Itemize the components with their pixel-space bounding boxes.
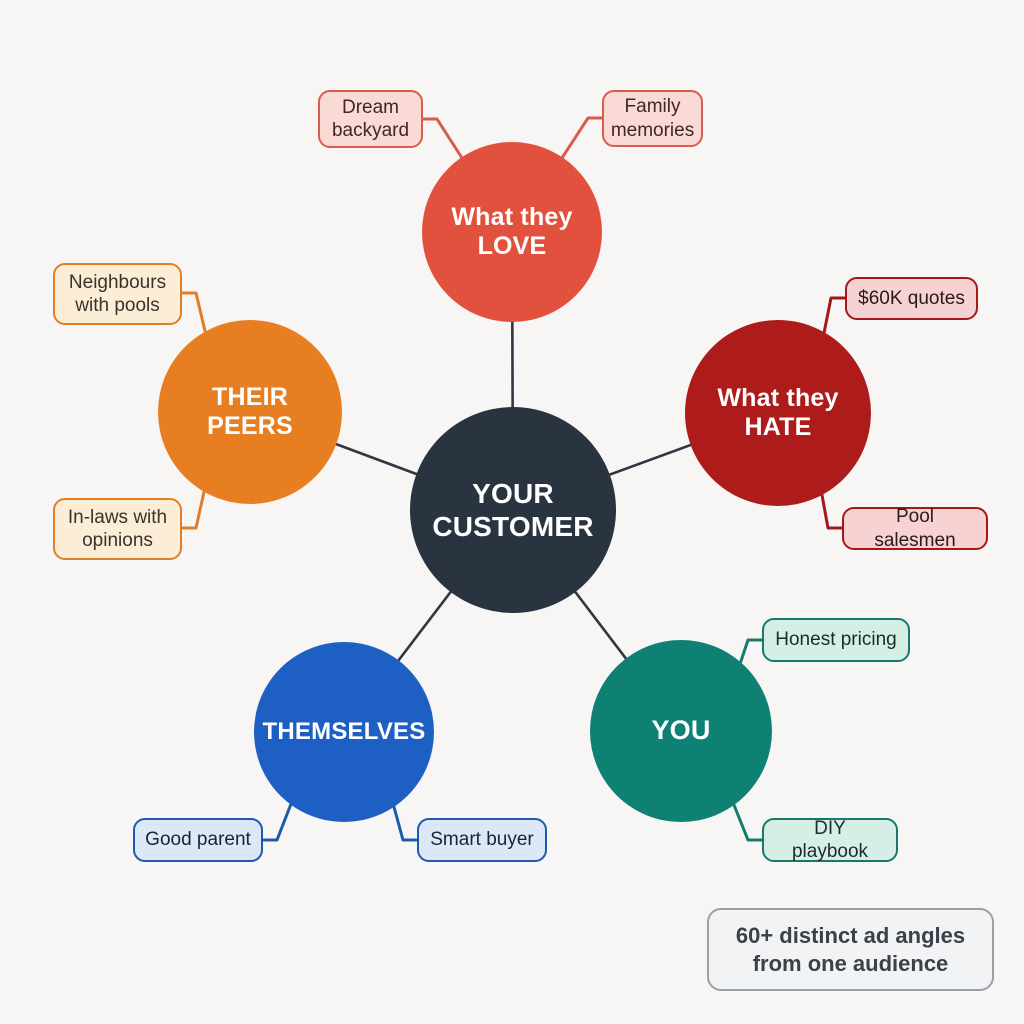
- leaf-pool-salesmen: Pool salesmen: [842, 506, 988, 551]
- node-you: YOU: [590, 640, 772, 822]
- connector-smart-buyer: [392, 805, 419, 842]
- leaf-good-parent: Good parent: [133, 818, 263, 862]
- connector-dream-backyard: [421, 117, 464, 160]
- leaf-family-memories: Family memories: [602, 90, 703, 147]
- node-label-line: THEMSELVES: [262, 717, 426, 745]
- center-label-line: CUSTOMER: [432, 511, 594, 542]
- center-node-your-customer: YOUR CUSTOMER: [410, 407, 616, 613]
- leaf-dream-backyard: Dream backyard: [318, 90, 423, 148]
- summary-callout: 60+ distinct ad angles from one audience: [707, 908, 994, 991]
- leaf-honest-pricing: Honest pricing: [762, 618, 910, 662]
- summary-line: 60+ distinct ad angles: [735, 923, 966, 948]
- node-what-they-love: What they LOVE: [422, 142, 602, 322]
- connector-family-memories: [560, 116, 604, 160]
- node-label-line: THEIR: [212, 382, 288, 411]
- connector-60k-quotes: [822, 296, 847, 335]
- node-themselves: THEMSELVES: [254, 642, 434, 822]
- node-label-line: HATE: [744, 413, 812, 441]
- connector-inlaws-with-opinions: [180, 490, 206, 530]
- leaf-60k-quotes: $60K quotes: [845, 277, 978, 320]
- connector-honest-pricing: [738, 638, 764, 666]
- node-label-line: LOVE: [477, 232, 547, 260]
- node-their-peers: THEIR PEERS: [158, 320, 342, 504]
- node-label-line: YOU: [651, 715, 711, 746]
- node-label-line: What they: [717, 383, 839, 412]
- connector-pool-salesmen: [820, 493, 844, 530]
- connector-diy-playbook: [732, 803, 764, 842]
- connector-good-parent: [261, 802, 293, 842]
- connector-neighbours-with-pools: [180, 291, 207, 333]
- leaf-smart-buyer: Smart buyer: [417, 818, 547, 862]
- node-label-line: PEERS: [207, 412, 293, 440]
- leaf-diy-playbook: DIY playbook: [762, 818, 898, 862]
- leaf-inlaws-with-opinions: In-laws with opinions: [53, 498, 182, 560]
- node-label-line: What they: [451, 202, 573, 231]
- node-what-they-hate: What they HATE: [685, 320, 871, 506]
- center-label-line: YOUR: [472, 477, 554, 509]
- leaf-neighbours-with-pools: Neighbours with pools: [53, 263, 182, 325]
- summary-line: from one audience: [752, 950, 949, 976]
